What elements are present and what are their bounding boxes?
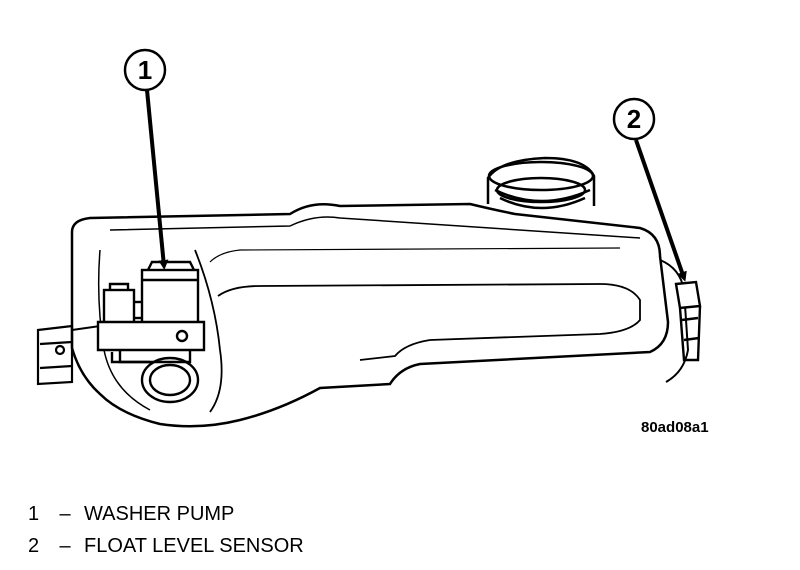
legend-item-float-level-sensor: 2 – FLOAT LEVEL SENSOR: [28, 530, 528, 562]
mounting-bracket: [36, 324, 101, 386]
callout-2: 2: [612, 97, 687, 282]
callout-1-number: 1: [138, 55, 152, 85]
legend-label: FLOAT LEVEL SENSOR: [84, 534, 304, 557]
legend-item-washer-pump: 1 – WASHER PUMP: [28, 498, 528, 530]
reservoir-tank: [70, 202, 690, 428]
filler-neck: [486, 156, 596, 210]
figure-code: 80ad08a1: [641, 419, 709, 436]
callout-2-circle: [612, 97, 656, 141]
legend-number: 2: [28, 534, 40, 557]
callout-2-leader: [634, 139, 687, 282]
callout-1-leader: [145, 89, 169, 270]
callout-1-circle: [123, 48, 167, 92]
legend-separator: –: [59, 534, 71, 557]
washer-pump: [96, 260, 206, 404]
legend-separator: –: [59, 502, 71, 525]
callout-1: 1: [123, 48, 169, 270]
legend-number: 1: [28, 502, 40, 525]
float-level-sensor: [674, 280, 702, 362]
legend: 1 – WASHER PUMP 2 – FLOAT LEVEL SENSOR: [28, 498, 528, 562]
callout-2-number: 2: [627, 104, 641, 134]
legend-label: WASHER PUMP: [84, 502, 235, 525]
